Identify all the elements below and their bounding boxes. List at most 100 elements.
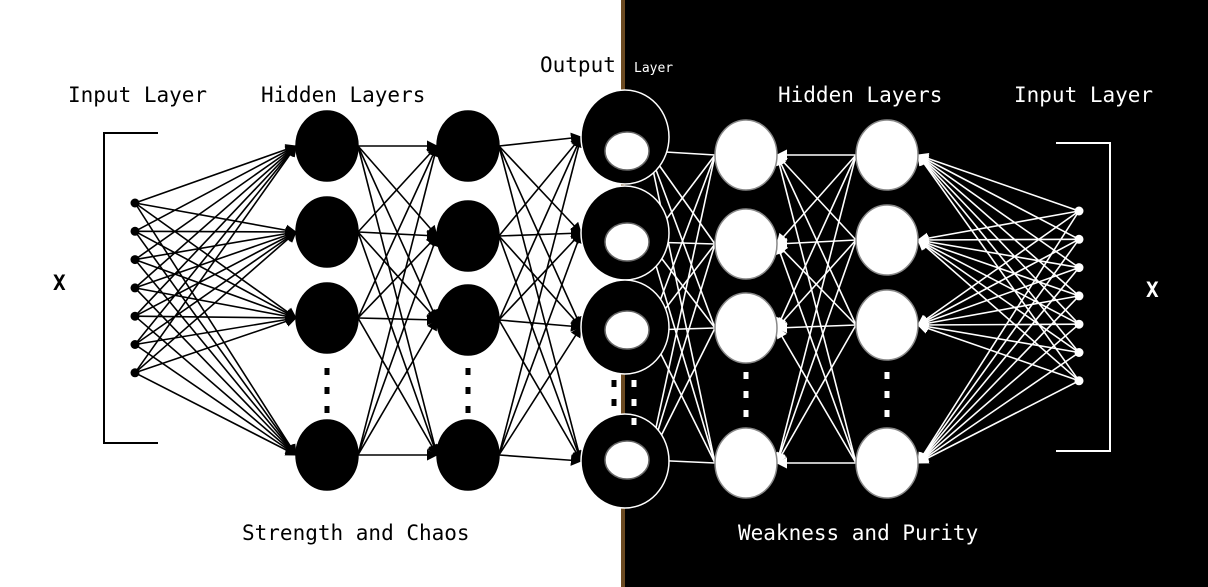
connection-edge (917, 154, 1080, 325)
connection-edge (498, 319, 583, 332)
ellipsis-dot (324, 368, 330, 375)
ellipsis-dot (465, 406, 471, 413)
connection-edge (134, 145, 297, 317)
input-bracket-left (103, 132, 158, 444)
connection-edge (357, 144, 440, 456)
edges-right (645, 146, 1080, 469)
connection-edge (498, 135, 584, 456)
connection-edge (498, 227, 583, 239)
ellipsis-dot (631, 399, 637, 406)
connection-edge (776, 154, 857, 245)
connection-edge (775, 322, 857, 334)
connection-edge (917, 154, 1080, 241)
ellipsis-dot (884, 391, 890, 398)
connection-edge (498, 231, 583, 456)
connection-edge (357, 144, 438, 319)
output-layer-small-label: Layer (634, 61, 673, 76)
hidden-node-right (855, 119, 919, 191)
input-node-right (1074, 376, 1084, 386)
ellipsis-dot (743, 372, 749, 379)
connection-edge (134, 145, 297, 233)
connection-edge (498, 235, 583, 463)
edges-left (134, 132, 584, 466)
connection-edge (134, 230, 297, 456)
connection-edge (134, 372, 297, 456)
connection-edge (917, 154, 1080, 354)
connection-edge (134, 145, 297, 289)
connection-edge (916, 323, 1080, 382)
caption-strength-and-chaos: Strength and Chaos (242, 521, 470, 545)
connection-edge (917, 239, 1080, 354)
connection-edge (498, 232, 582, 321)
input-node-right (1074, 234, 1084, 244)
connection-edge (498, 145, 582, 234)
connection-edge (498, 145, 584, 463)
input-node-left (130, 368, 140, 378)
connection-edge (357, 235, 438, 319)
nodes (130, 89, 1084, 509)
connection-edge (134, 315, 298, 374)
connection-edge (134, 343, 297, 456)
input-node-left (130, 226, 140, 236)
hidden-node-left (436, 284, 500, 356)
connection-edge (646, 240, 716, 464)
connection-edge (917, 239, 1080, 325)
hidden-node-right (714, 208, 778, 280)
connection-edge (917, 154, 1080, 269)
connection-edge (775, 242, 857, 464)
hidden-node-left (295, 110, 359, 182)
input-node-left (130, 311, 140, 321)
connection-edge (357, 234, 439, 456)
connection-edge (645, 149, 716, 464)
input-node-right (1074, 348, 1084, 357)
connection-edge (134, 145, 297, 374)
ellipsis-dot (743, 391, 749, 398)
connection-edge (134, 145, 297, 346)
hidden-node-right (855, 289, 919, 361)
hidden-node-left (436, 200, 500, 272)
ellipsis-dot (611, 399, 617, 406)
input-node-left (130, 340, 140, 349)
input-node-right (1074, 319, 1084, 329)
connection-edge (916, 153, 1080, 212)
ellipsis-dot (884, 372, 890, 379)
connection-edge (357, 229, 439, 242)
connection-edge (776, 153, 857, 326)
connection-edge (134, 312, 298, 324)
output-node-inner (604, 222, 650, 262)
hidden-layers-label-right: Hidden Layers (778, 83, 942, 107)
connection-edge (776, 327, 857, 464)
connection-edge (917, 380, 1080, 464)
connection-edge (916, 319, 1080, 331)
connection-edge (916, 321, 1080, 354)
hidden-layers-label-left: Hidden Layers (261, 83, 425, 107)
connection-edge (498, 145, 582, 329)
connection-edge (134, 314, 298, 346)
ellipsis-dot (631, 380, 637, 387)
connection-edge (134, 231, 297, 374)
connection-edge (774, 153, 857, 464)
connection-edge (357, 145, 438, 233)
connection-edge (776, 154, 857, 241)
input-node-right (1074, 263, 1084, 273)
hidden-node-left (436, 110, 500, 182)
output-node-inner (604, 440, 650, 480)
caption-weakness-and-purity: Weakness and Purity (738, 521, 978, 545)
hidden-node-left (295, 419, 359, 491)
connection-edge (357, 314, 439, 326)
input-node-right (1074, 206, 1084, 216)
connection-edge (498, 132, 583, 147)
input-layer-label-left: Input Layer (68, 83, 207, 107)
connection-edge (357, 319, 438, 456)
input-node-left (130, 283, 140, 293)
hidden-node-left (295, 282, 359, 354)
connection-edge (498, 135, 582, 321)
connection-edge (134, 231, 297, 346)
ellipsis-dot (631, 418, 637, 425)
ellipsis-dot (324, 387, 330, 394)
ellipsis-dot (884, 410, 890, 417)
connection-edge (134, 231, 297, 317)
connection-edge (917, 154, 1080, 297)
connection-edge (647, 149, 716, 329)
hidden-node-right (855, 427, 919, 499)
